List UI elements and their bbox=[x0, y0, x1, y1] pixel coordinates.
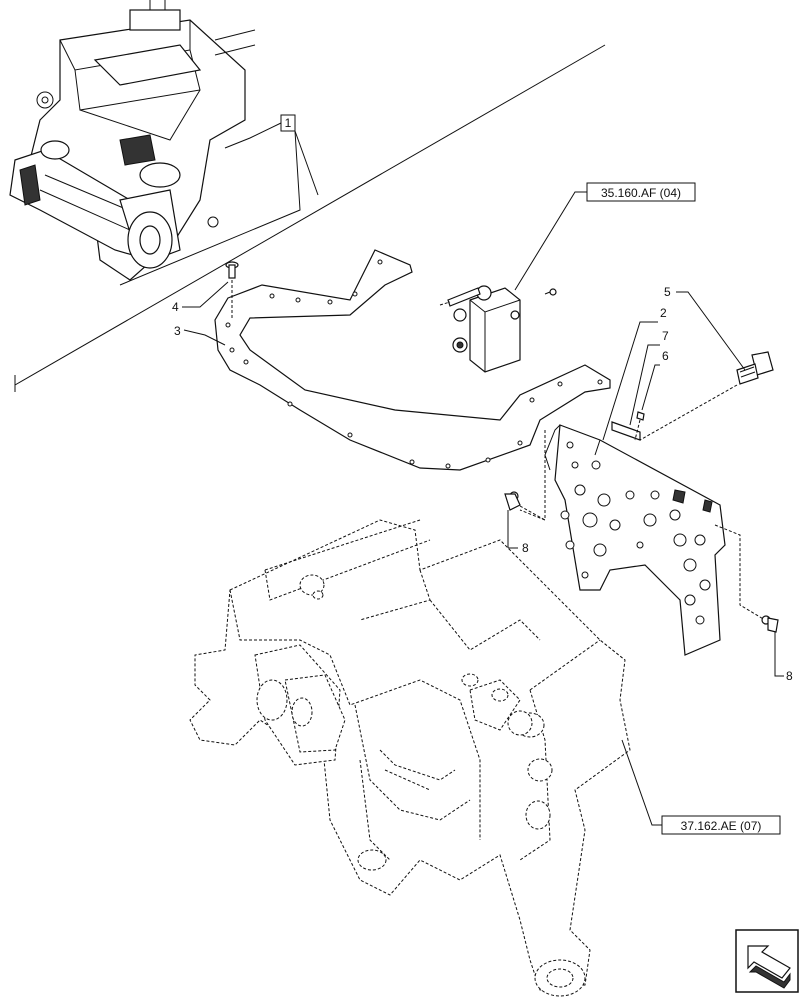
callout-6: 6 bbox=[641, 349, 669, 411]
callout-3-label: 3 bbox=[174, 324, 181, 338]
grease-fitting-part-8-left bbox=[504, 491, 546, 521]
callout-1-label: 1 bbox=[285, 116, 292, 130]
mounting-plate-part-2 bbox=[519, 424, 766, 656]
reference-35-160-af[interactable]: 35.160.AF (04) bbox=[514, 182, 696, 291]
assembly-inset-illustration bbox=[9, 0, 256, 281]
reference-37-162-ae[interactable]: 37.162.AE (07) bbox=[621, 739, 781, 835]
callout-2: 2 bbox=[602, 306, 667, 441]
callout-1: 1 bbox=[119, 114, 319, 286]
valve-block bbox=[439, 285, 557, 373]
callout-5-label: 5 bbox=[664, 285, 671, 299]
callout-5: 5 bbox=[664, 285, 746, 371]
grease-fitting-part-8-right bbox=[761, 615, 779, 633]
callout-8-left-label: 8 bbox=[522, 541, 529, 555]
arrow-back-icon[interactable] bbox=[735, 929, 799, 993]
callout-8-right-label: 8 bbox=[786, 669, 793, 683]
section-divider bbox=[14, 44, 606, 386]
callout-4-label: 4 bbox=[172, 300, 179, 314]
callout-3: 3 bbox=[174, 324, 226, 346]
small-screw-part-6 bbox=[634, 411, 645, 441]
front-frame-dashed bbox=[189, 519, 631, 997]
reference-label-bottom: 37.162.AE (07) bbox=[681, 819, 762, 833]
screw-part-4 bbox=[225, 261, 239, 320]
callout-4: 4 bbox=[172, 281, 229, 314]
callout-7-label: 7 bbox=[662, 329, 669, 343]
callout-6-label: 6 bbox=[662, 349, 669, 363]
callout-8-left: 8 bbox=[507, 510, 529, 555]
reference-label-top: 35.160.AF (04) bbox=[601, 186, 681, 200]
bolt-part-5 bbox=[639, 351, 774, 441]
callout-2-label: 2 bbox=[660, 306, 667, 320]
callout-8-right: 8 bbox=[774, 632, 793, 683]
callout-7: 7 bbox=[629, 329, 669, 426]
gasket-plate-part-3 bbox=[214, 249, 611, 471]
